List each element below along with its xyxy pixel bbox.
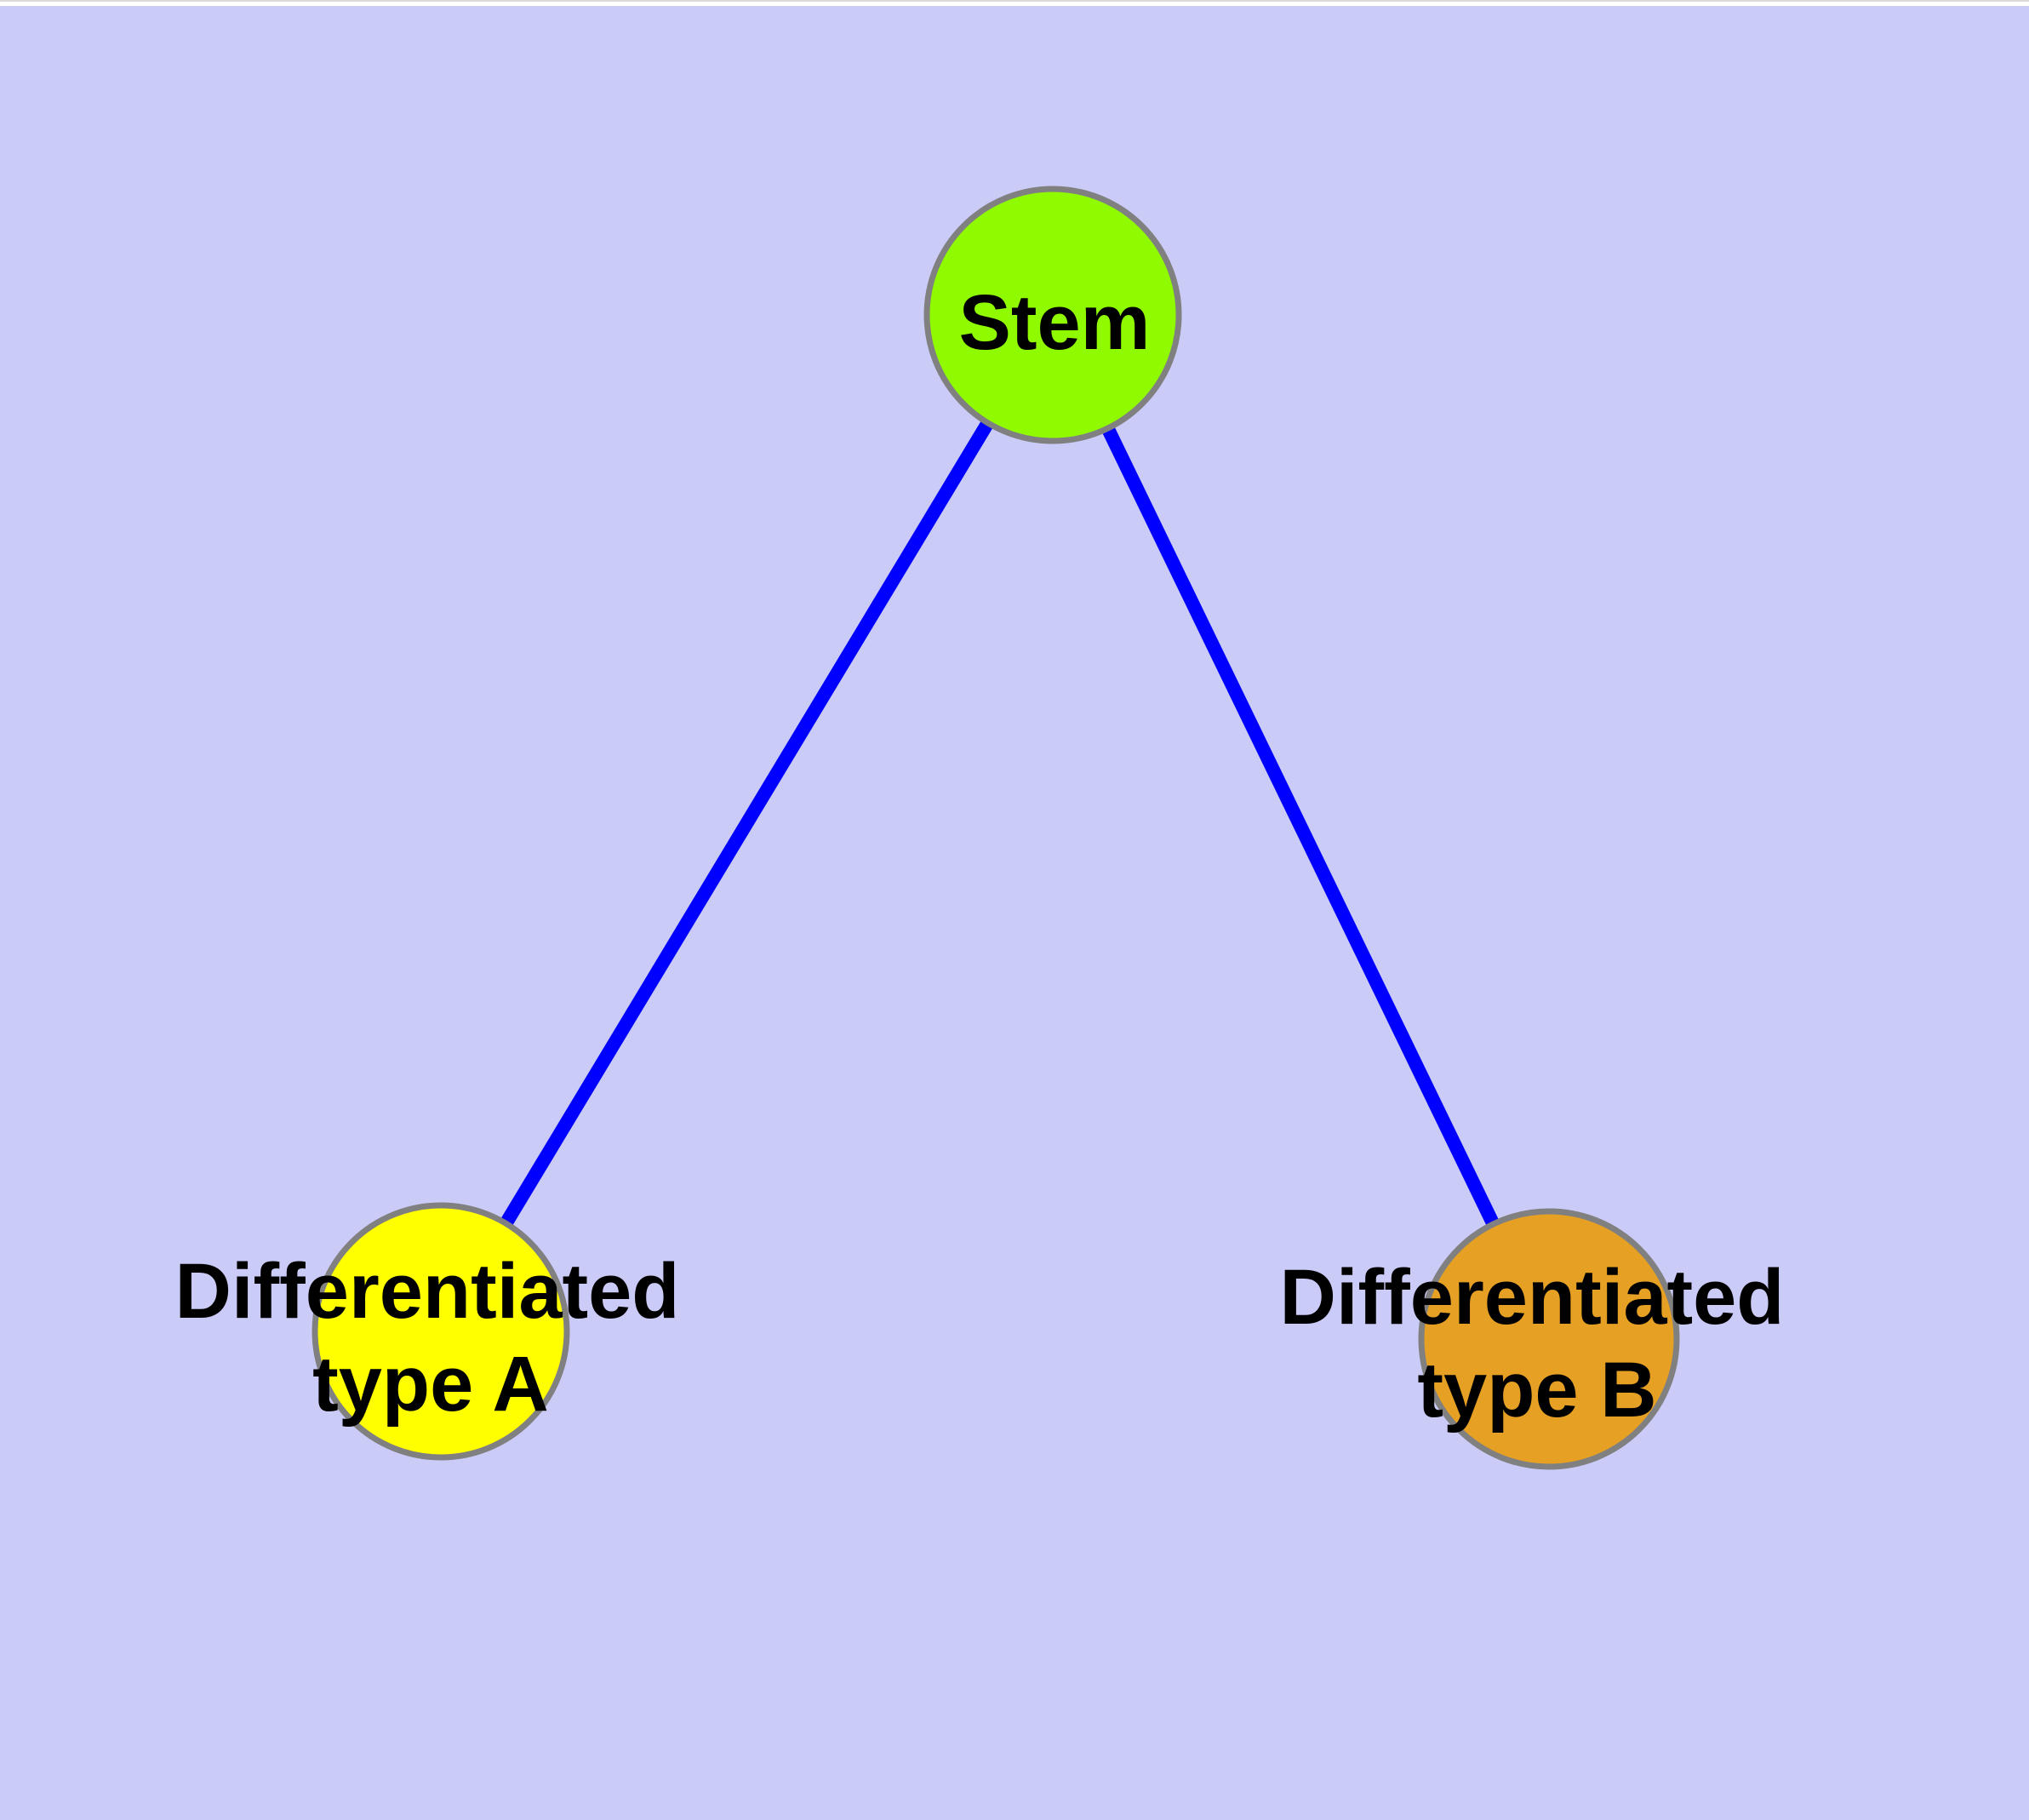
node-stem-label: Stem [959,279,1151,366]
node-type-b [1418,1208,1680,1470]
top-border-line [0,0,2029,2]
edge-stem-to-type-b [1046,312,1556,1342]
node-type-b-label-line2: type B [1417,1347,1656,1434]
node-type-a-label-line1: Differentiated [175,1248,680,1335]
node-type-b-label-line1: Differentiated [1280,1254,1785,1341]
node-type-a [311,1202,570,1461]
node-stem [923,186,1182,444]
edge-stem-to-type-a [435,311,1059,1336]
node-type-a-label-line2: type A [312,1341,549,1428]
